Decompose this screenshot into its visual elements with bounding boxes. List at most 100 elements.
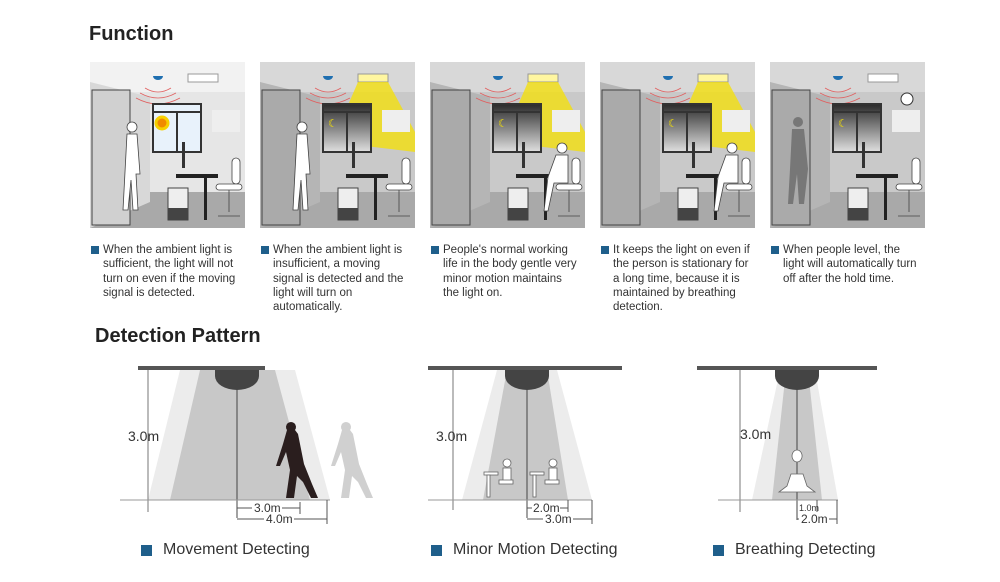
moon-icon: ☾	[328, 118, 338, 130]
inner-detection-zone	[170, 370, 310, 500]
bullet-square-icon	[261, 246, 269, 254]
ceiling-light-panel	[867, 73, 899, 83]
outer-range-label: 3.0m	[545, 512, 572, 526]
desk	[856, 174, 898, 178]
sensor-icon	[663, 76, 673, 80]
function-panel-1	[90, 62, 245, 228]
walking-person-icon	[276, 422, 318, 498]
breathing-detection-diagram: 3.0m 1.0m 2.0m	[697, 366, 877, 526]
inner-range-label: 3.0m	[254, 501, 281, 515]
office-scene-illustration	[90, 62, 245, 228]
caption-text: It keeps the light on even if the person…	[613, 244, 750, 314]
wall-shelf	[382, 110, 410, 132]
legend-minor-motion-detecting: Minor Motion Detecting	[431, 541, 618, 559]
outer-detection-zone	[752, 370, 838, 500]
height-label: 3.0m	[436, 428, 467, 444]
function-caption-4: It keeps the light on even if the person…	[601, 243, 751, 314]
legend-label: Movement Detecting	[163, 541, 310, 558]
outer-range-label: 2.0m	[801, 512, 828, 526]
outer-detection-zone	[148, 370, 330, 500]
sensor-icon	[505, 370, 549, 390]
bullet-square-icon	[431, 246, 439, 254]
office-chair-icon	[725, 157, 753, 217]
office-scene-illustration: ☾	[600, 62, 755, 228]
function-panel-4: ☾	[600, 62, 755, 228]
desk	[176, 174, 218, 178]
minor-motion-detection-diagram: 3.0m 2.0m 3.0m	[428, 366, 622, 526]
outer-detection-zone	[462, 370, 592, 500]
function-caption-2: When the ambient light is insufficient, …	[261, 243, 411, 314]
inner-detection-zone	[483, 370, 568, 500]
moon-icon: ☾	[838, 118, 848, 130]
wall-shelf	[212, 110, 240, 132]
sun-icon	[154, 115, 170, 131]
office-chair-icon	[385, 157, 413, 217]
function-caption-5: When people level, the light will automa…	[771, 243, 921, 286]
legend-label: Breathing Detecting	[735, 541, 876, 558]
bullet-square-icon	[601, 246, 609, 254]
inner-range-label: 1.0m	[799, 503, 819, 513]
ceiling	[428, 366, 622, 370]
sensor-icon	[775, 370, 819, 390]
desk	[516, 174, 558, 178]
function-heading: Function	[89, 23, 174, 45]
sensor-icon	[153, 76, 163, 80]
sensor-icon	[833, 76, 843, 80]
caption-text: When people level, the light will automa…	[783, 244, 917, 285]
function-caption-3: People's normal working life in the body…	[431, 243, 581, 300]
legend-movement-detecting: Movement Detecting	[141, 541, 310, 559]
legend-breathing-detecting: Breathing Detecting	[713, 541, 876, 559]
moon-icon: ☾	[498, 118, 508, 130]
ceiling	[138, 366, 265, 370]
seated-worker-icon	[543, 142, 569, 212]
monitor	[862, 142, 865, 168]
bullet-square-icon	[431, 545, 442, 556]
wall-shelf	[722, 110, 750, 132]
desk	[346, 174, 388, 178]
caption-text: When the ambient light is sufficient, th…	[103, 244, 236, 299]
caption-text: People's normal working life in the body…	[443, 244, 577, 299]
monitor	[182, 142, 185, 168]
bullet-square-icon	[771, 246, 779, 254]
function-panel-5: ☾	[770, 62, 925, 228]
height-label: 3.0m	[740, 426, 771, 442]
wall-shelf	[892, 110, 920, 132]
outer-range-label: 4.0m	[266, 512, 293, 526]
office-scene-illustration: ☾	[260, 62, 415, 228]
function-caption-1: When the ambient light is sufficient, th…	[91, 243, 241, 300]
door	[601, 89, 641, 226]
inner-detection-zone	[772, 370, 822, 500]
bullet-square-icon	[91, 246, 99, 254]
function-panel-3: ☾	[430, 62, 585, 228]
leaving-person-icon	[788, 117, 808, 204]
legend-label: Minor Motion Detecting	[453, 541, 618, 558]
wall-shelf	[552, 110, 580, 132]
meditating-person-icon	[777, 449, 817, 493]
person-at-door-icon	[292, 121, 311, 211]
monitor	[692, 142, 695, 168]
function-panel-2: ☾	[260, 62, 415, 228]
seated-person-icon	[483, 458, 560, 498]
office-chair-icon	[895, 157, 923, 217]
walking-person-faded-icon	[331, 422, 373, 498]
seated-worker-icon	[713, 142, 739, 212]
caption-text: When the ambient light is insufficient, …	[273, 244, 404, 314]
ceiling	[697, 366, 877, 370]
moon-icon: ☾	[668, 118, 678, 130]
ceiling-light-panel	[187, 73, 219, 83]
ceiling-light-panel	[357, 73, 389, 83]
bullet-square-icon	[141, 545, 152, 556]
door	[431, 89, 471, 226]
height-label: 3.0m	[128, 428, 159, 444]
office-chair-icon	[555, 157, 583, 217]
bullet-square-icon	[713, 545, 724, 556]
monitor	[522, 142, 525, 168]
monitor	[352, 142, 355, 168]
office-scene-illustration: ☾	[770, 62, 925, 228]
office-scene-illustration: ☾	[430, 62, 585, 228]
ceiling-light-panel	[697, 73, 729, 83]
sensor-icon	[493, 76, 503, 80]
inner-range-label: 2.0m	[533, 501, 560, 515]
movement-detection-diagram: 3.0m 3.0m 4.0m	[120, 366, 373, 526]
detection-pattern-heading: Detection Pattern	[95, 325, 261, 347]
